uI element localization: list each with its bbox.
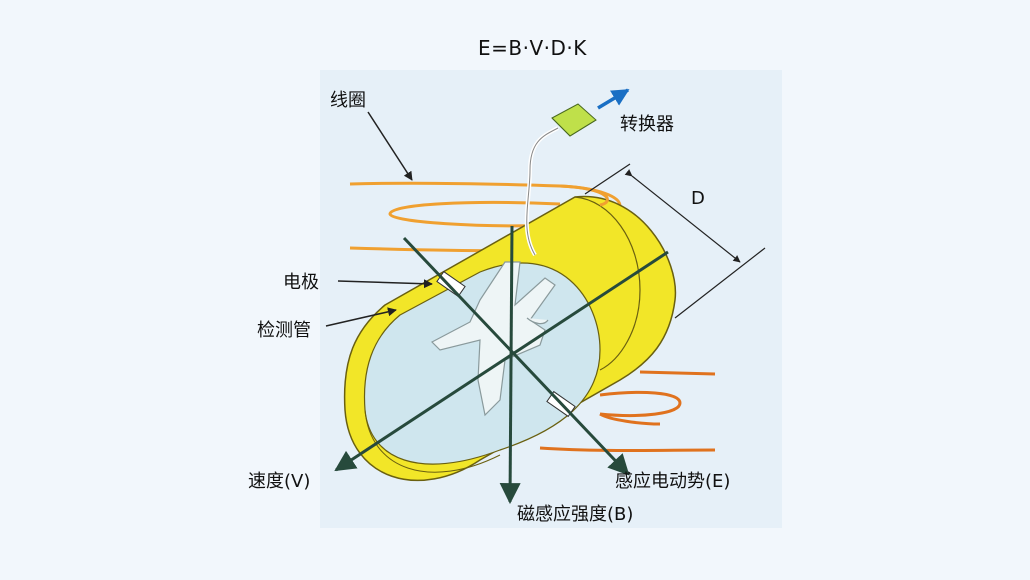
leader-lines <box>325 111 433 327</box>
right-hand-illustration <box>430 261 556 417</box>
tube-label: 检测管 <box>257 320 311 341</box>
electrode-label: 电极 <box>283 272 319 293</box>
converter-label: 转换器 <box>620 114 674 135</box>
converter-output-arrow <box>597 88 630 110</box>
velocity-axis <box>334 250 669 472</box>
emf-label: 感应电动势(E) <box>615 471 731 492</box>
coil-label: 线圈 <box>330 90 366 111</box>
field-label: 磁感应强度(B) <box>517 504 634 525</box>
electrode-leader <box>337 279 433 289</box>
coil-leader <box>367 111 413 181</box>
velocity-label: 速度(V) <box>248 471 311 492</box>
field-axis <box>499 225 521 505</box>
diameter-dimension <box>584 163 766 319</box>
coil-bottom-back <box>599 370 716 417</box>
tube-leader <box>325 307 397 327</box>
converter-box <box>551 103 597 137</box>
coil-bottom-front <box>539 412 716 452</box>
formula-title: E=B·V·D·K <box>478 36 587 60</box>
coil-front-segments <box>559 184 609 207</box>
emf-axis <box>402 236 630 476</box>
diameter-label: D <box>691 188 705 209</box>
